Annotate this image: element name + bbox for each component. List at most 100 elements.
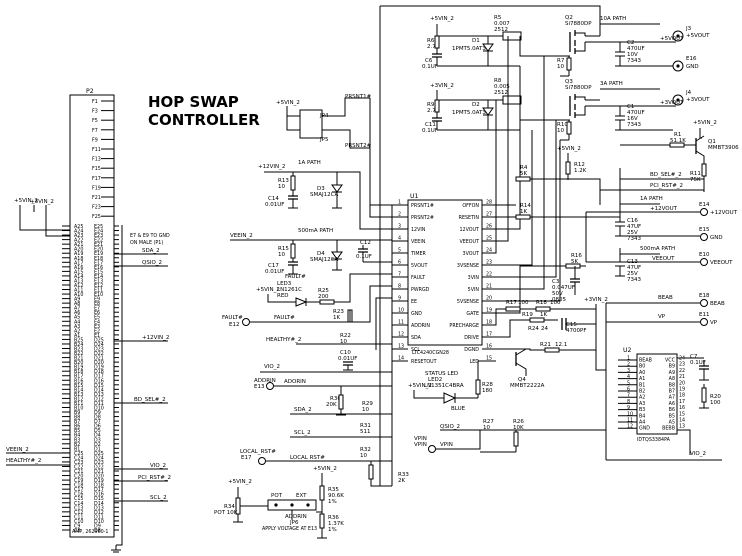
u1-pin-veein: VEEIN	[411, 239, 426, 245]
u1-ref: U1	[410, 193, 419, 200]
p2-pin-a8: A8	[74, 301, 80, 307]
p2-pin-f1: F1	[92, 99, 98, 105]
u1-pin-gnd: GND	[411, 311, 422, 317]
p2-pin-a20: A20	[74, 247, 83, 253]
jp4-body	[299, 109, 323, 139]
p2-pin-d25-r: D25	[94, 337, 104, 343]
u2-pin-num: 3	[627, 368, 630, 374]
e10-terminal	[700, 258, 708, 266]
u2-pin-bebb-r: BEBB	[662, 426, 675, 432]
p2-pin-d19-r: D19	[94, 478, 104, 484]
net-p5vin2-r35: +5VIN_2	[313, 466, 337, 472]
c3-val: 0.047UF	[552, 285, 575, 291]
c17-ref: C17	[268, 263, 279, 269]
u2-pin-beab: BEAB	[639, 358, 652, 364]
p2-pin-a21: A21	[74, 242, 83, 248]
title-line-1: HOP SWAP	[148, 93, 239, 111]
r28-ref: R28	[482, 382, 493, 388]
u1-pin-num: 26	[486, 224, 492, 230]
jp6-adorin: ADDRIN	[285, 514, 307, 520]
q2-val: Si7880DP	[565, 21, 592, 27]
e11-terminal	[700, 318, 708, 326]
e19-terminal	[428, 445, 436, 453]
net-p12vin2-a: +12VIN_2	[258, 164, 285, 170]
r28-val: 180	[482, 388, 493, 394]
p2-pin-f11: F11	[92, 147, 101, 153]
u1-pin-addrin: ADDRIN	[411, 323, 430, 329]
p2-pin-e2-r: E2	[94, 328, 100, 334]
c16-pkg: 7343	[627, 236, 641, 242]
p2-pin-d16-r: D16	[94, 378, 104, 384]
p2-pin-c11: C11	[74, 514, 83, 520]
net-qsio2: QSIO_2	[142, 260, 162, 266]
p2-pin-b23: B23	[74, 347, 83, 353]
p2-pin-b2: B2	[74, 442, 80, 448]
u2-pin-a3: A3	[639, 401, 645, 407]
p2-pin-e20-r: E20	[94, 247, 103, 253]
led3-val: LN1261C	[277, 287, 302, 293]
r4-body	[515, 176, 531, 182]
q2-ref: Q2	[565, 15, 573, 21]
e13-label: E13	[254, 384, 265, 390]
r25-body	[319, 299, 335, 305]
p2-pin-f7: F7	[92, 128, 98, 134]
q3-val: Si7880DP	[565, 85, 592, 91]
led3-ref: LED3	[277, 281, 292, 287]
c6-val: 0.1UF	[422, 64, 438, 70]
net-p5vin2-q: +5VIN_2	[557, 146, 581, 152]
r8-pkg: 2512	[494, 90, 508, 96]
u2-pin-num: 5	[627, 380, 630, 386]
p2-pin-e8-r: E8	[94, 301, 100, 307]
d3-val: SMAJ12CA	[310, 192, 338, 198]
r6-val: 2.7	[427, 44, 436, 50]
p2-pin-b14: B14	[74, 387, 83, 393]
r32-ref: R32	[360, 447, 371, 453]
c14-ref: C14	[268, 196, 279, 202]
r26-body	[513, 431, 519, 447]
net-veein-left: VEEIN_2	[6, 447, 29, 453]
c17-val: 0.01UF	[265, 269, 284, 275]
r12-ref: R12	[574, 162, 585, 168]
r16-val: 5K	[571, 259, 578, 265]
r20-body	[701, 387, 707, 403]
u2-ref: U2	[623, 347, 632, 354]
u1-pin-num: 23	[486, 260, 492, 266]
u1-pin-veeout: VEEOUT	[459, 239, 479, 245]
e11-ref: E11	[699, 312, 709, 318]
p2-pin-c24: C24	[74, 455, 83, 461]
c1-val: 470UF	[627, 110, 645, 116]
p2-pin-d2-r: D2	[94, 442, 101, 448]
e13-terminal	[266, 382, 274, 390]
net-vpin: VPIN	[414, 442, 427, 448]
r21-body	[544, 347, 560, 353]
r12-body	[565, 161, 571, 175]
c16-v: 25V	[627, 230, 638, 236]
p2-pin-a9: A9	[74, 297, 80, 303]
net-bdsel2-p2: BD_SEL#_2	[134, 397, 166, 403]
p2-pin-a11: A11	[74, 288, 83, 294]
p2-pin-b21: B21	[74, 356, 83, 362]
u1-pin-led: LED	[470, 359, 480, 365]
r5-pkg: 2512	[494, 27, 508, 33]
c13-pkg: 7343	[627, 277, 641, 283]
p2-pin-a24: A24	[74, 229, 83, 235]
u1-pin-ee: EE	[411, 299, 417, 305]
u1-pin-num: 24	[486, 248, 492, 254]
e18-ref: E18	[699, 293, 710, 299]
r5-val: 0.007	[494, 21, 510, 27]
p2-pin-d7-r: D7	[94, 419, 101, 425]
r10-body	[566, 121, 572, 135]
u1-pin-num: 2	[398, 212, 401, 218]
net-healthy-left: HEALTHY#_2	[6, 458, 41, 464]
u1-pin-num: 13	[398, 344, 404, 350]
p2-pin-d21-r: D21	[94, 356, 104, 362]
p2-pin-c19: C19	[74, 478, 83, 484]
e12-terminal	[242, 318, 250, 326]
p2-pin-d18-r: D18	[94, 483, 104, 489]
u1-pin-num: 11	[398, 320, 404, 326]
p2-pin-a22: A22	[74, 238, 83, 244]
connector-p2: P2 AMP, 262960-1 F1F3F5F7F9F11F13F15F17F…	[62, 88, 170, 538]
u2-pin-a6-r: A6	[669, 401, 675, 407]
p2-pin-d13-r: D13	[94, 505, 104, 511]
